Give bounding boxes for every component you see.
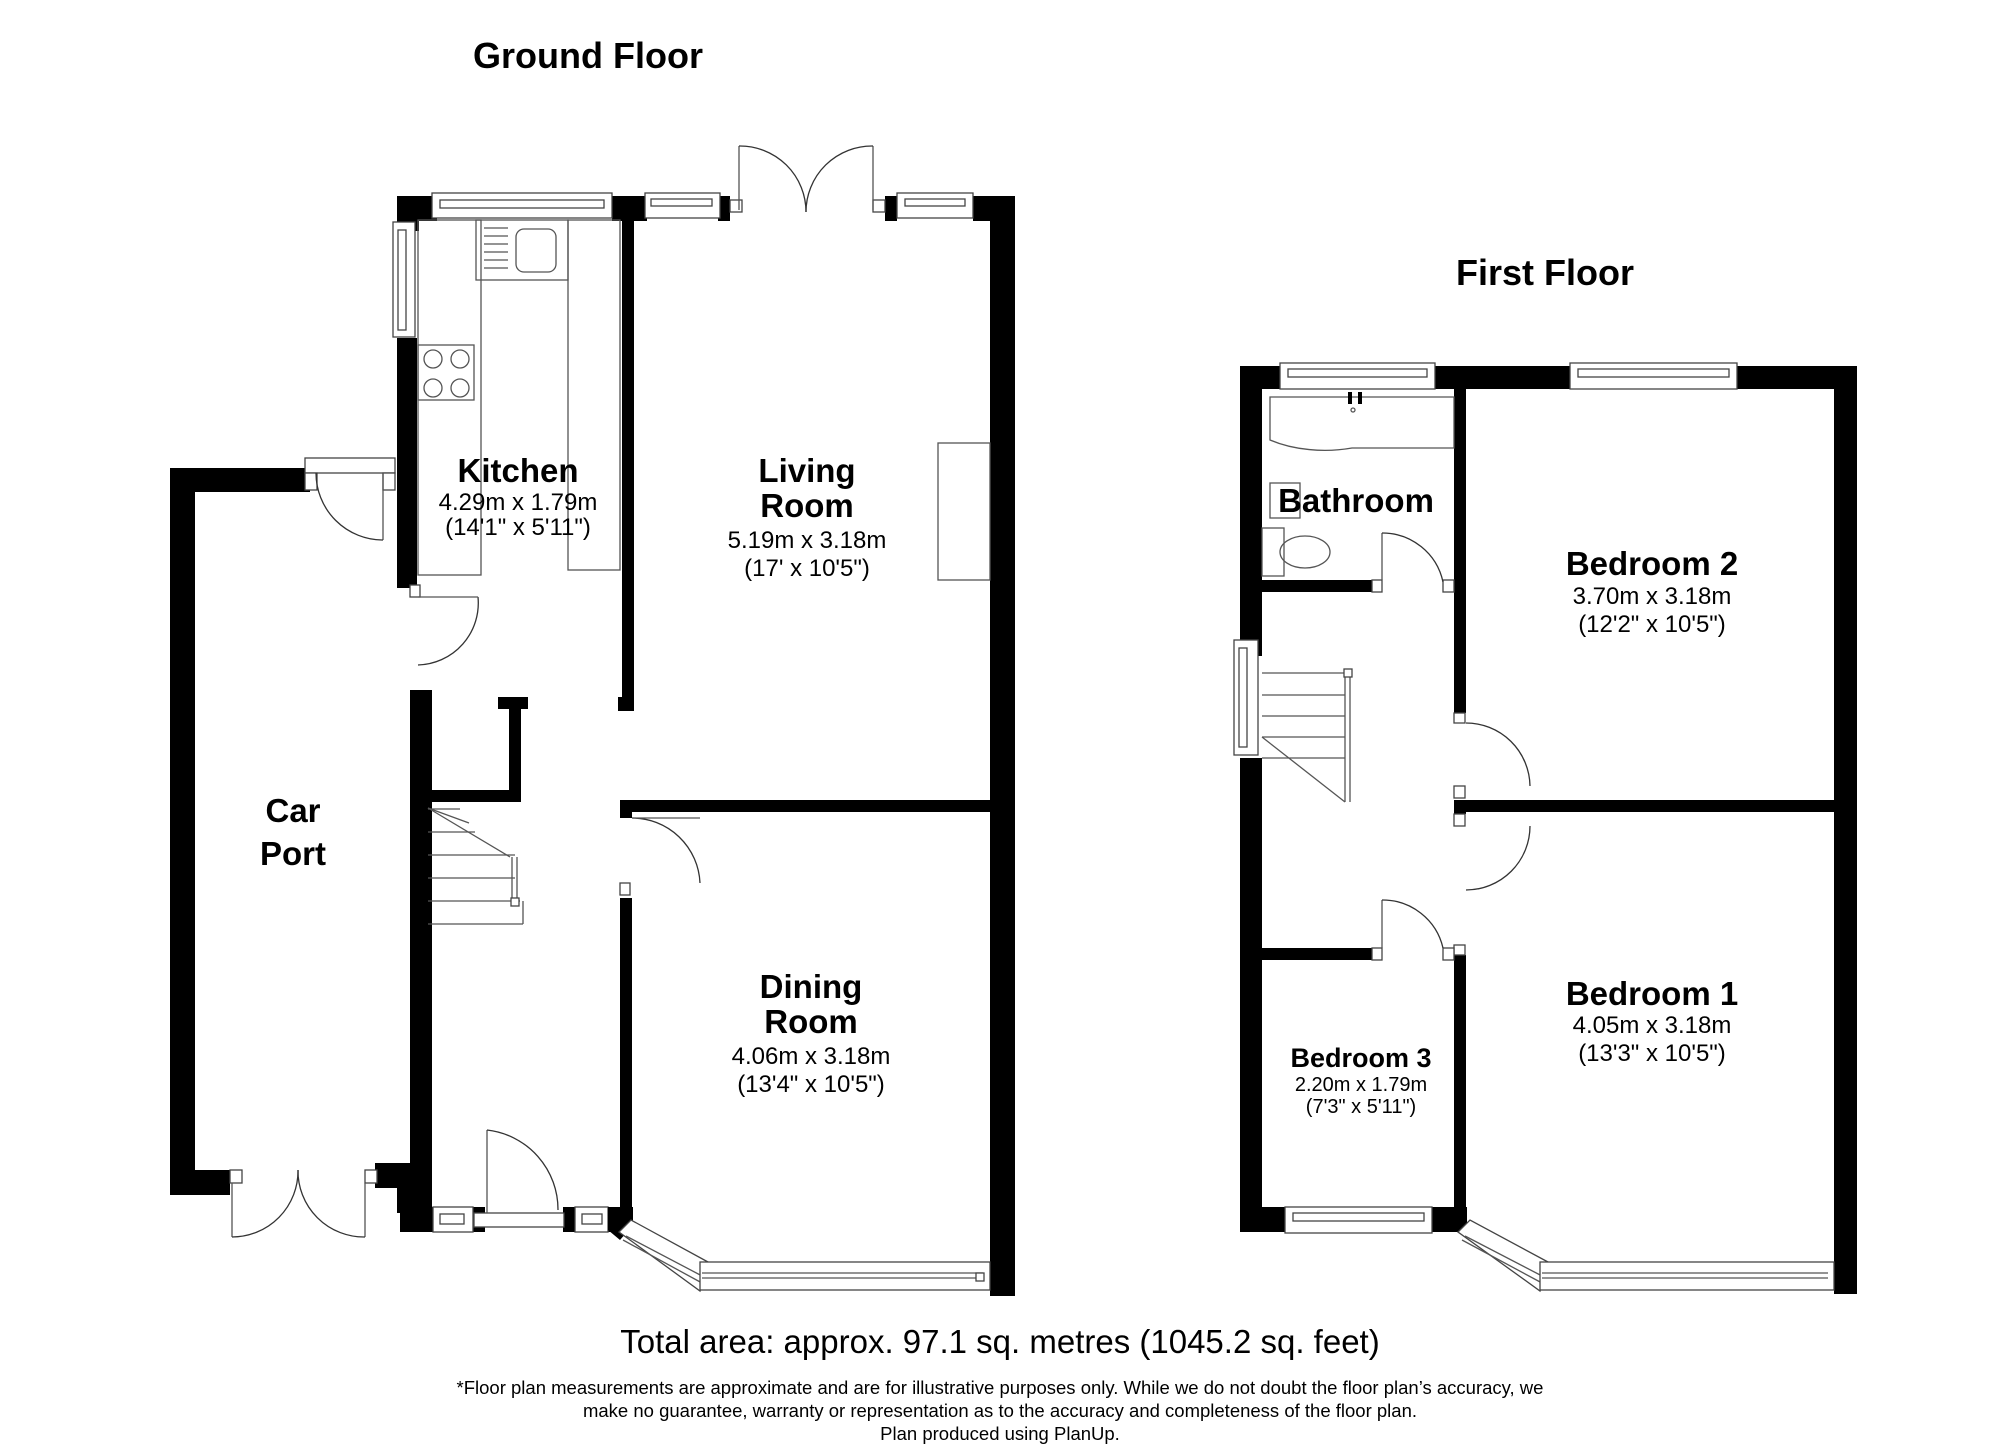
total-area: Total area: approx. 97.1 sq. metres (104…	[620, 1323, 1379, 1360]
ground-outer-walls	[397, 196, 1015, 1296]
first-outer-walls	[1240, 366, 1857, 1294]
room-bedroom3: Bedroom 3 2.20m x 1.79m (7'3" x 5'11")	[1290, 1043, 1431, 1118]
sink-icon	[484, 227, 557, 273]
first-floor-plan: First Floor	[1233, 252, 1857, 1294]
room-dim-metric: 2.20m x 1.79m	[1295, 1074, 1427, 1096]
room-bedroom2: Bedroom 2 3.70m x 3.18m (12'2" x 10'5")	[1566, 545, 1738, 638]
ground-windows	[392, 192, 974, 1233]
room-name: Kitchen	[457, 452, 578, 489]
footer: Total area: approx. 97.1 sq. metres (104…	[457, 1323, 1544, 1444]
room-name: Bedroom 2	[1566, 545, 1738, 582]
carport-double-doors	[229, 1169, 378, 1238]
room-bathroom: Bathroom	[1278, 482, 1434, 519]
ground-internal-doors	[417, 596, 701, 1213]
room-dim-metric: 4.06m x 3.18m	[732, 1043, 891, 1070]
room-dim-imperial: (13'3" x 10'5")	[1578, 1040, 1726, 1067]
dining-bay-window	[608, 1207, 991, 1293]
first-floor-title: First Floor	[1456, 252, 1634, 293]
room-name-line2: Room	[764, 1003, 858, 1040]
ground-internal-walls	[409, 196, 1000, 1218]
room-name: Bedroom 3	[1290, 1043, 1431, 1073]
ground-floor-plan: Ground Floor	[170, 35, 1015, 1296]
disclaimer-line-3: Plan produced using PlanUp.	[880, 1423, 1120, 1444]
room-dim-imperial: (7'3" x 5'11")	[1306, 1096, 1416, 1118]
first-stairs	[1261, 668, 1353, 803]
room-name: Bedroom 1	[1566, 975, 1738, 1012]
room-dim-imperial: (13'4" x 10'5")	[737, 1071, 885, 1098]
disclaimer-line-2: make no guarantee, warranty or represent…	[583, 1400, 1417, 1421]
ground-stairs	[427, 807, 524, 925]
disclaimer-line-1: *Floor plan measurements are approximate…	[457, 1377, 1544, 1398]
chimney-breast	[937, 442, 991, 581]
room-dim-imperial: (12'2" x 10'5")	[1578, 611, 1726, 638]
room-dining: Dining Room 4.06m x 3.18m (13'4" x 10'5"…	[732, 968, 891, 1098]
room-name-line1: Car	[265, 792, 320, 829]
first-internal-doors	[1381, 532, 1531, 949]
room-kitchen: Kitchen 4.29m x 1.79m (14'1" x 5'11")	[439, 452, 598, 541]
room-living: Living Room 5.19m x 3.18m (17' x 10'5")	[728, 452, 887, 582]
bedroom1-bay-window	[1456, 1219, 1835, 1293]
room-dim-metric: 4.05m x 3.18m	[1573, 1012, 1732, 1039]
room-name-line1: Living	[758, 452, 855, 489]
room-name-line2: Port	[260, 835, 326, 872]
room-dim-metric: 4.29m x 1.79m	[439, 489, 598, 516]
room-dim-metric: 3.70m x 3.18m	[1573, 583, 1732, 610]
carport-walls	[170, 468, 420, 1195]
first-internal-walls	[1262, 385, 1836, 1215]
kitchen-fittings	[417, 219, 621, 576]
carport-side-door	[304, 457, 396, 541]
first-windows	[1233, 362, 1738, 1234]
room-dim-metric: 5.19m x 3.18m	[728, 527, 887, 554]
room-name: Bathroom	[1278, 482, 1434, 519]
room-dim-imperial: (17' x 10'5")	[744, 555, 870, 582]
living-french-doors	[738, 145, 874, 213]
room-name-line2: Room	[760, 487, 854, 524]
hob-icon	[417, 344, 475, 401]
room-dim-imperial: (14'1" x 5'11")	[445, 514, 591, 541]
room-carport: Car Port	[260, 792, 326, 872]
room-name-line1: Dining	[760, 968, 863, 1005]
ground-floor-title: Ground Floor	[473, 35, 703, 76]
bathroom-fittings	[1261, 392, 1455, 577]
room-bedroom1: Bedroom 1 4.05m x 3.18m (13'3" x 10'5")	[1566, 975, 1738, 1067]
